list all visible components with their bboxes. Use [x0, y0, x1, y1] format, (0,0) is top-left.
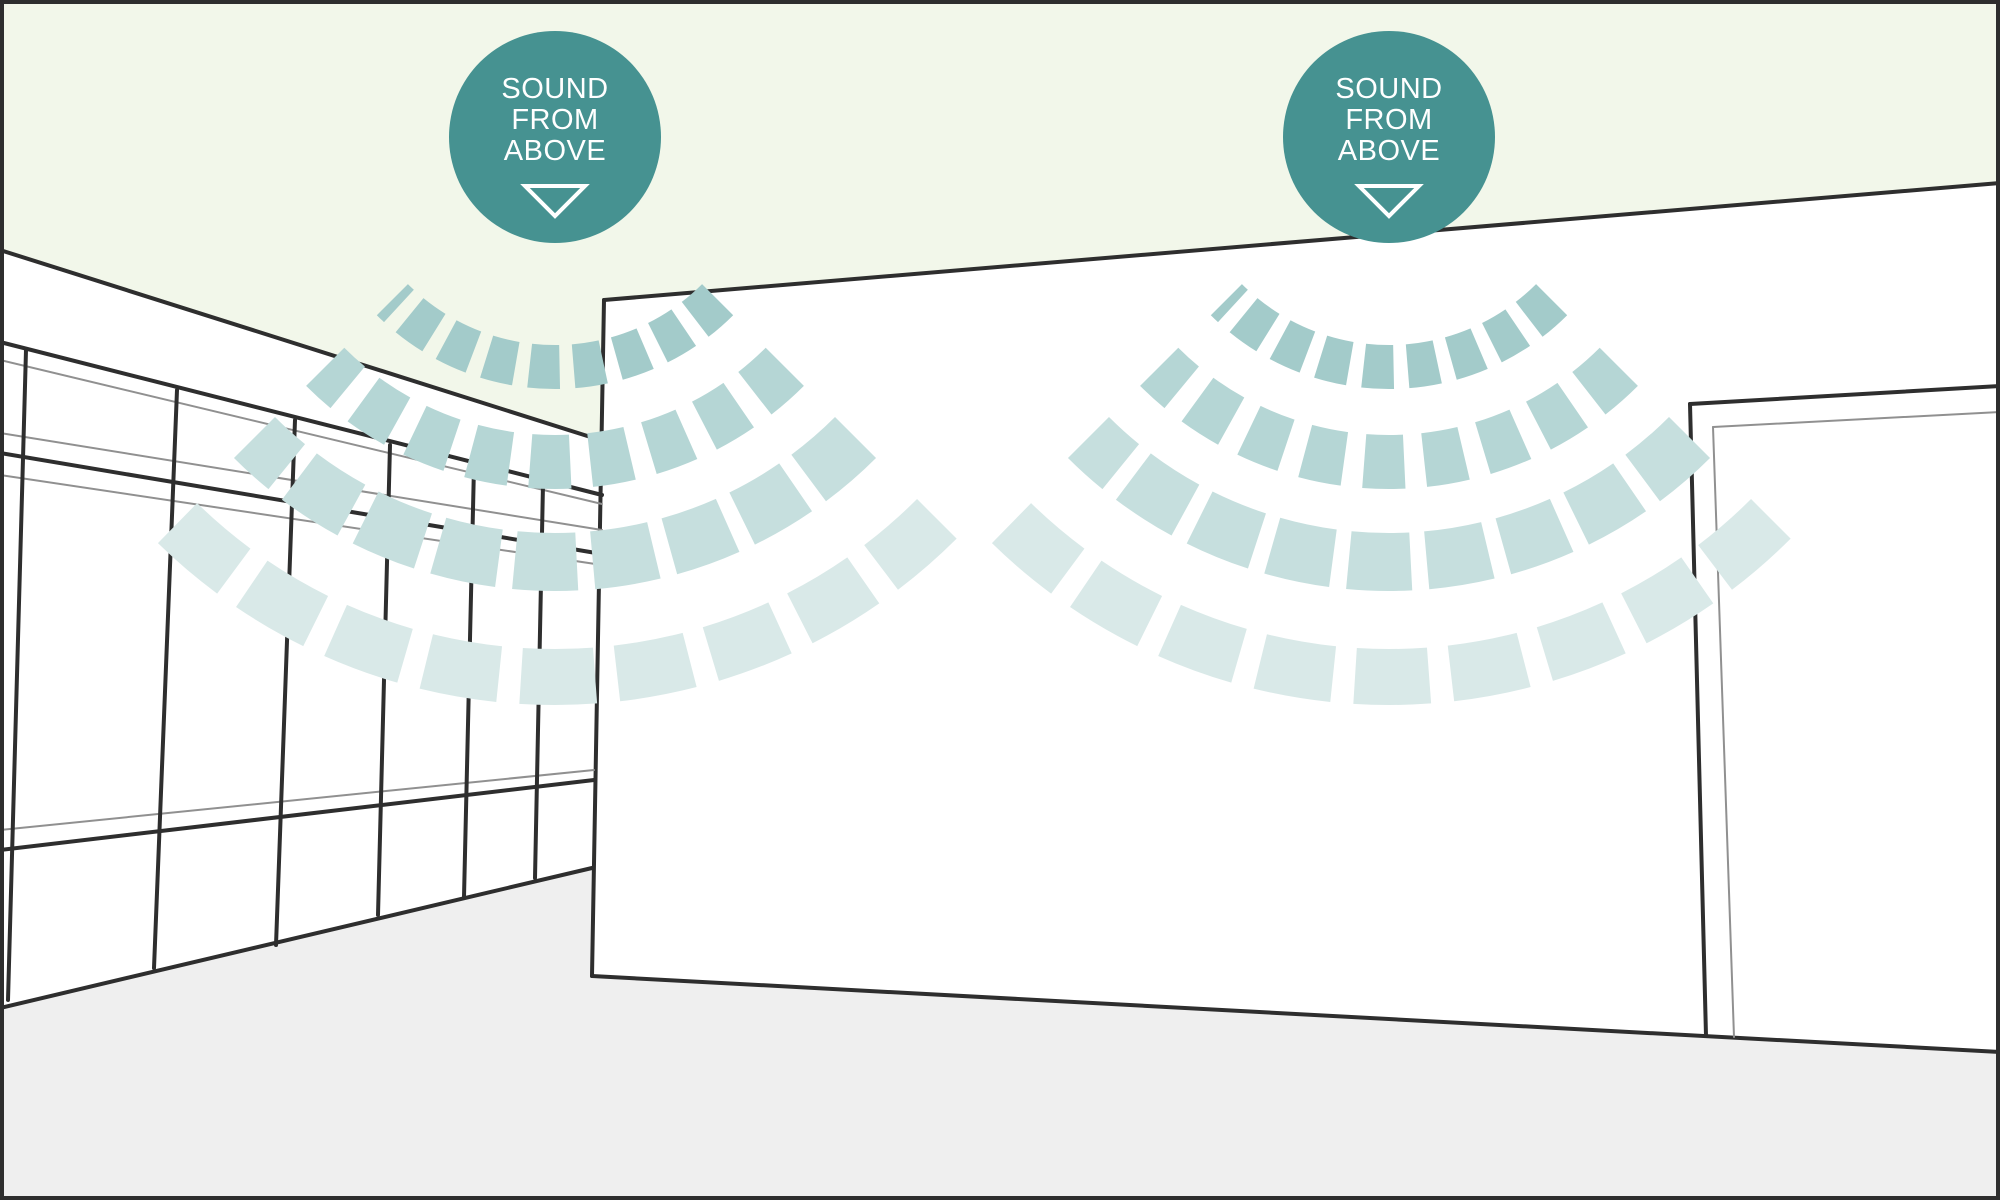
floor-edge-back	[590, 974, 2000, 1054]
sound-wave-arc-4	[153, 499, 957, 705]
speaker-label-line-2: FROM	[511, 104, 598, 136]
sound-wave-arc-1	[1210, 283, 1568, 389]
sound-wave-arc-2	[1140, 347, 1638, 489]
speaker-badge-right: SOUND FROM ABOVE	[1283, 31, 1495, 243]
back-wall	[592, 183, 2000, 1052]
speaker-badge-circle	[449, 31, 661, 243]
speaker-badge-circle	[1283, 31, 1495, 243]
speaker-badge-left: SOUND FROM ABOVE	[449, 31, 661, 243]
down-triangle-icon	[1354, 184, 1424, 219]
speaker-label-line-3: ABOVE	[1338, 135, 1440, 167]
sound-wave-arc-2	[306, 347, 804, 489]
sound-waves	[153, 283, 1791, 705]
floor-edge-left	[0, 866, 594, 1010]
sound-wave-arc-4	[987, 499, 1791, 705]
floor	[0, 868, 2000, 1200]
wall-corner	[590, 298, 606, 978]
down-triangle-icon	[520, 184, 590, 219]
doorway	[1688, 384, 2000, 1038]
sound-waves-left	[153, 283, 957, 705]
speaker-label-line-1: SOUND	[501, 73, 608, 105]
sound-waves-right	[987, 283, 1791, 705]
speaker-label-line-2: FROM	[1345, 104, 1432, 136]
sound-wave-arc-1	[376, 283, 734, 389]
sound-wave-arc-3	[233, 416, 877, 591]
speaker-label-line-3: ABOVE	[504, 135, 606, 167]
sound-wave-arc-3	[1067, 416, 1711, 591]
left-ceiling-edge	[0, 248, 602, 442]
speaker-label-line-1: SOUND	[1335, 73, 1442, 105]
back-ceiling-edge	[602, 181, 2000, 302]
